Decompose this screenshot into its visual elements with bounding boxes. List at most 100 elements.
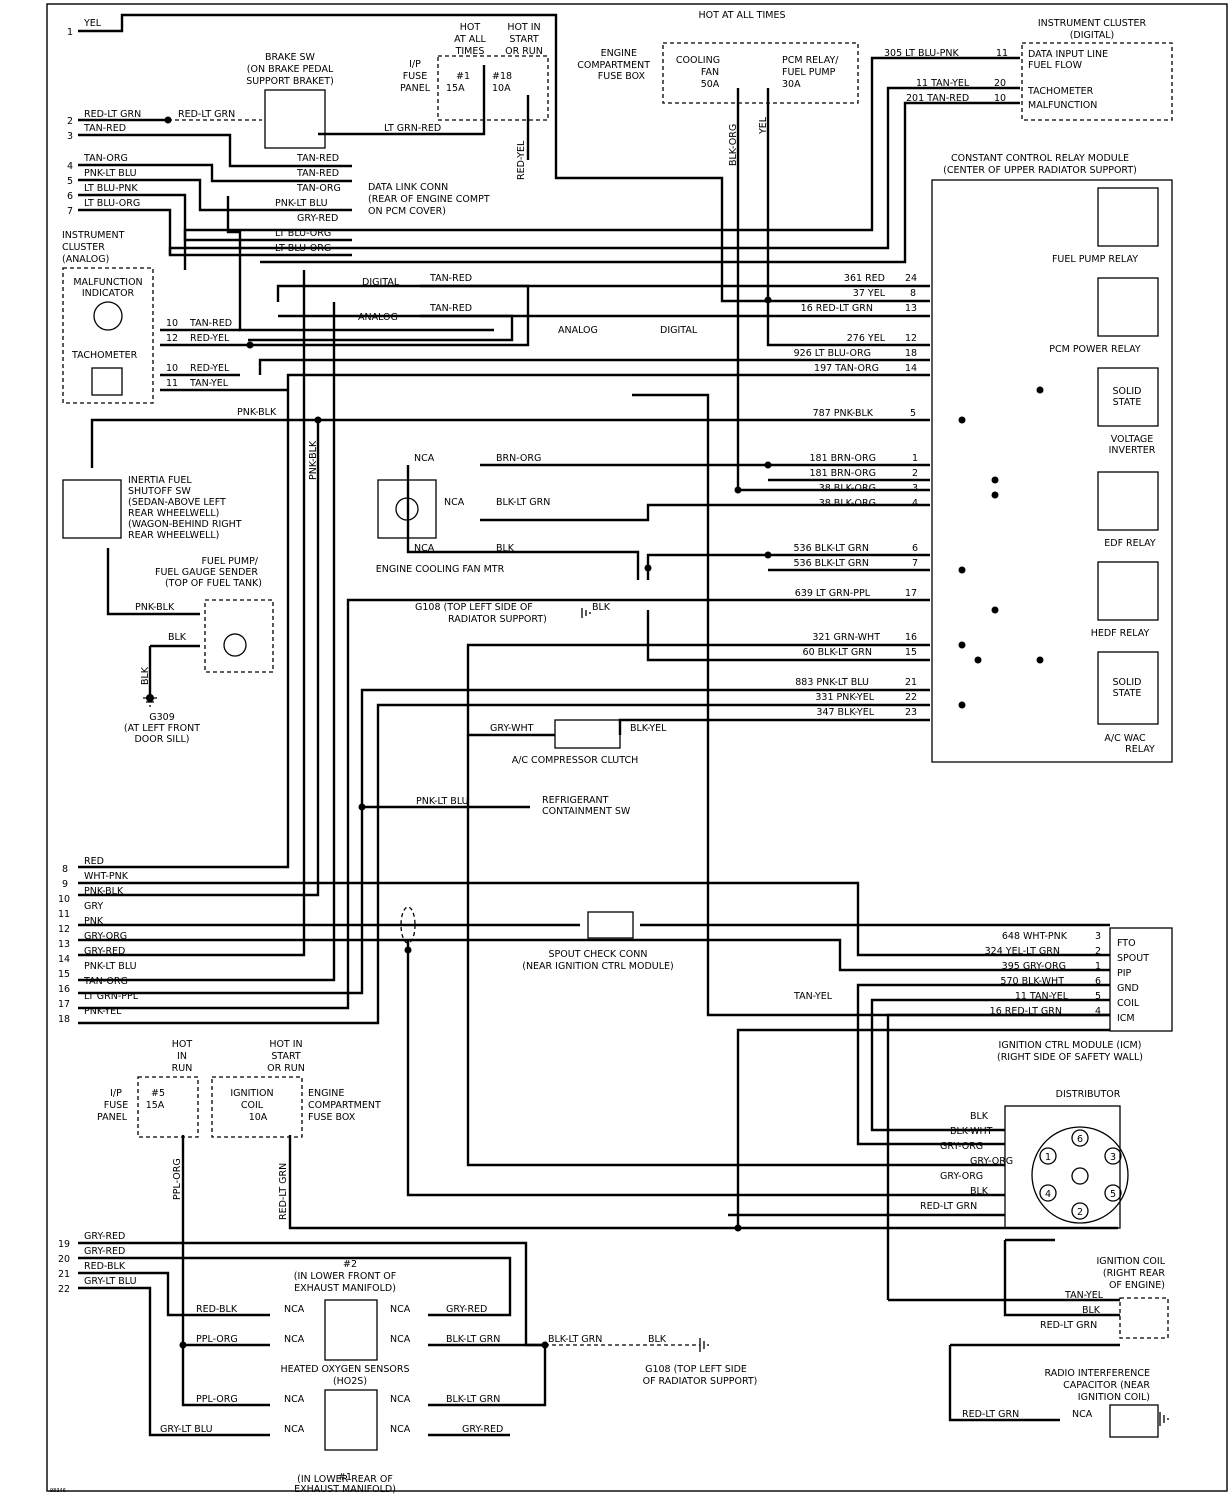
svg-text:TAN-YEL: TAN-YEL xyxy=(1064,1290,1104,1301)
svg-text:G108 (TOP LEFT SIDE: G108 (TOP LEFT SIDE xyxy=(645,1364,747,1375)
svg-text:NCA: NCA xyxy=(1072,1409,1093,1420)
svg-text:VOLTAGE: VOLTAGE xyxy=(1111,434,1154,445)
svg-text:21: 21 xyxy=(905,677,917,688)
ac-clutch xyxy=(554,719,621,749)
svg-text:REAR WHEELWELL): REAR WHEELWELL) xyxy=(128,530,219,541)
svg-text:MALFUNCTION: MALFUNCTION xyxy=(73,277,142,288)
solid-state-1 xyxy=(1097,367,1159,427)
ccrm-box xyxy=(931,179,1173,763)
pin-number: 3 xyxy=(67,131,73,142)
svg-text:17: 17 xyxy=(905,588,917,599)
svg-text:RED-LT GRN: RED-LT GRN xyxy=(178,109,235,120)
pin-label: LT GRN-PPL xyxy=(84,991,139,1002)
svg-text:BLK: BLK xyxy=(592,602,611,613)
svg-text:PNK-BLK: PNK-BLK xyxy=(135,602,175,613)
svg-text:RED-YEL: RED-YEL xyxy=(516,140,527,180)
svg-text:FAN: FAN xyxy=(701,67,719,78)
svg-text:CONTAINMENT SW: CONTAINMENT SW xyxy=(542,806,631,817)
svg-text:181 BRN-ORG: 181 BRN-ORG xyxy=(809,453,876,464)
svg-text:FUSE BOX: FUSE BOX xyxy=(598,71,646,82)
svg-text:5: 5 xyxy=(1095,991,1101,1002)
svg-text:FUSE: FUSE xyxy=(403,71,427,82)
fuel-pump-motor xyxy=(223,633,247,657)
svg-text:787 PNK-BLK: 787 PNK-BLK xyxy=(813,408,874,419)
svg-text:FTO: FTO xyxy=(1117,938,1136,949)
svg-text:(IN LOWER REAR OF: (IN LOWER REAR OF xyxy=(297,1474,393,1485)
svg-text:ON PCM COVER): ON PCM COVER) xyxy=(368,206,446,217)
svg-text:4: 4 xyxy=(1045,1189,1051,1200)
svg-text:DIGITAL: DIGITAL xyxy=(362,277,400,288)
svg-text:6: 6 xyxy=(1077,1134,1083,1145)
svg-text:RADIO INTERFERENCE: RADIO INTERFERENCE xyxy=(1045,1368,1150,1379)
svg-text:NCA: NCA xyxy=(390,1424,411,1435)
svg-text:ICM: ICM xyxy=(1117,1013,1135,1024)
svg-text:536 BLK-LT GRN: 536 BLK-LT GRN xyxy=(794,558,870,569)
svg-text:COIL: COIL xyxy=(241,1100,264,1111)
brake-switch-box xyxy=(264,89,326,149)
svg-text:PPL-ORG: PPL-ORG xyxy=(196,1394,238,1405)
svg-text:1: 1 xyxy=(1095,961,1101,972)
pin-number: 10 xyxy=(58,894,70,905)
svg-text:TAN-YEL: TAN-YEL xyxy=(189,378,229,389)
svg-text:11 TAN-YEL: 11 TAN-YEL xyxy=(916,78,970,89)
svg-text:NCA: NCA xyxy=(390,1394,411,1405)
svg-text:(HO2S): (HO2S) xyxy=(333,1376,367,1387)
svg-text:A/C WAC: A/C WAC xyxy=(1104,733,1146,744)
svg-text:324 YEL-LT GRN: 324 YEL-LT GRN xyxy=(985,946,1060,957)
svg-text:2: 2 xyxy=(1077,1207,1083,1218)
svg-text:CLUSTER: CLUSTER xyxy=(62,242,105,253)
pin-label: PNK-LT BLU xyxy=(84,961,137,972)
svg-text:38 BLK-ORG: 38 BLK-ORG xyxy=(819,498,876,509)
svg-text:BLK: BLK xyxy=(648,1334,667,1345)
svg-text:(RIGHT REAR: (RIGHT REAR xyxy=(1103,1268,1166,1279)
svg-text:(WAGON-BEHIND RIGHT: (WAGON-BEHIND RIGHT xyxy=(128,519,242,530)
svg-text:BLK-LT GRN: BLK-LT GRN xyxy=(496,497,550,508)
svg-text:STATE: STATE xyxy=(1113,688,1142,699)
engine-fuse-box xyxy=(662,42,859,104)
pin-number: 1 xyxy=(67,27,73,38)
svg-text:13: 13 xyxy=(905,303,917,314)
svg-text:(AT LEFT FRONT: (AT LEFT FRONT xyxy=(124,723,200,734)
svg-text:BLK-LT GRN: BLK-LT GRN xyxy=(548,1334,602,1345)
svg-text:TAN-RED: TAN-RED xyxy=(429,273,472,284)
svg-text:20: 20 xyxy=(994,78,1006,89)
svg-text:INSTRUMENT: INSTRUMENT xyxy=(62,230,125,241)
svg-text:BLK-WHT: BLK-WHT xyxy=(950,1126,993,1137)
svg-text:REFRIGERANT: REFRIGERANT xyxy=(542,795,609,806)
svg-text:BLK: BLK xyxy=(140,666,151,685)
svg-text:321 GRN-WHT: 321 GRN-WHT xyxy=(812,632,880,643)
svg-text:37 YEL: 37 YEL xyxy=(853,288,886,299)
svg-text:RED-LT GRN: RED-LT GRN xyxy=(1040,1320,1097,1331)
ip-fuse-panel-box xyxy=(437,55,549,121)
svg-text:TAN-ORG: TAN-ORG xyxy=(296,183,341,194)
svg-text:GRY-RED: GRY-RED xyxy=(462,1424,503,1435)
svg-text:10A: 10A xyxy=(492,83,511,94)
svg-text:#5: #5 xyxy=(151,1088,165,1099)
pin-label: PNK-LT BLU xyxy=(84,168,137,179)
svg-text:ANALOG: ANALOG xyxy=(358,312,398,323)
svg-text:FUEL PUMP RELAY: FUEL PUMP RELAY xyxy=(1052,254,1138,265)
svg-text:TAN-RED: TAN-RED xyxy=(296,168,339,179)
svg-text:RUN: RUN xyxy=(172,1063,193,1074)
pin-number: 6 xyxy=(67,191,73,202)
svg-text:10: 10 xyxy=(994,93,1006,104)
pin-number: 5 xyxy=(67,176,73,187)
svg-text:FUEL GAUGE SENDER: FUEL GAUGE SENDER xyxy=(155,567,258,578)
svg-text:NCA: NCA xyxy=(284,1394,305,1405)
svg-text:EXHAUST MANIFOLD): EXHAUST MANIFOLD) xyxy=(294,1283,396,1294)
svg-text:OF RADIATOR SUPPORT): OF RADIATOR SUPPORT) xyxy=(643,1376,758,1387)
svg-text:TAN-RED: TAN-RED xyxy=(296,153,339,164)
ho2s-2-box xyxy=(324,1299,378,1361)
svg-text:GRY-ORG: GRY-ORG xyxy=(940,1141,983,1152)
fan-motor xyxy=(395,497,419,521)
svg-text:HOT IN: HOT IN xyxy=(269,1039,302,1050)
svg-text:18: 18 xyxy=(905,348,917,359)
svg-text:DATA LINK CONN: DATA LINK CONN xyxy=(368,182,448,193)
svg-text:YEL: YEL xyxy=(758,116,769,135)
svg-text:PCM POWER RELAY: PCM POWER RELAY xyxy=(1049,344,1141,355)
fuel-pump-box xyxy=(204,599,274,673)
svg-text:PPL-ORG: PPL-ORG xyxy=(172,1158,183,1200)
pin-label: PNK-BLK xyxy=(84,886,124,897)
svg-text:RED-BLK: RED-BLK xyxy=(196,1304,238,1315)
